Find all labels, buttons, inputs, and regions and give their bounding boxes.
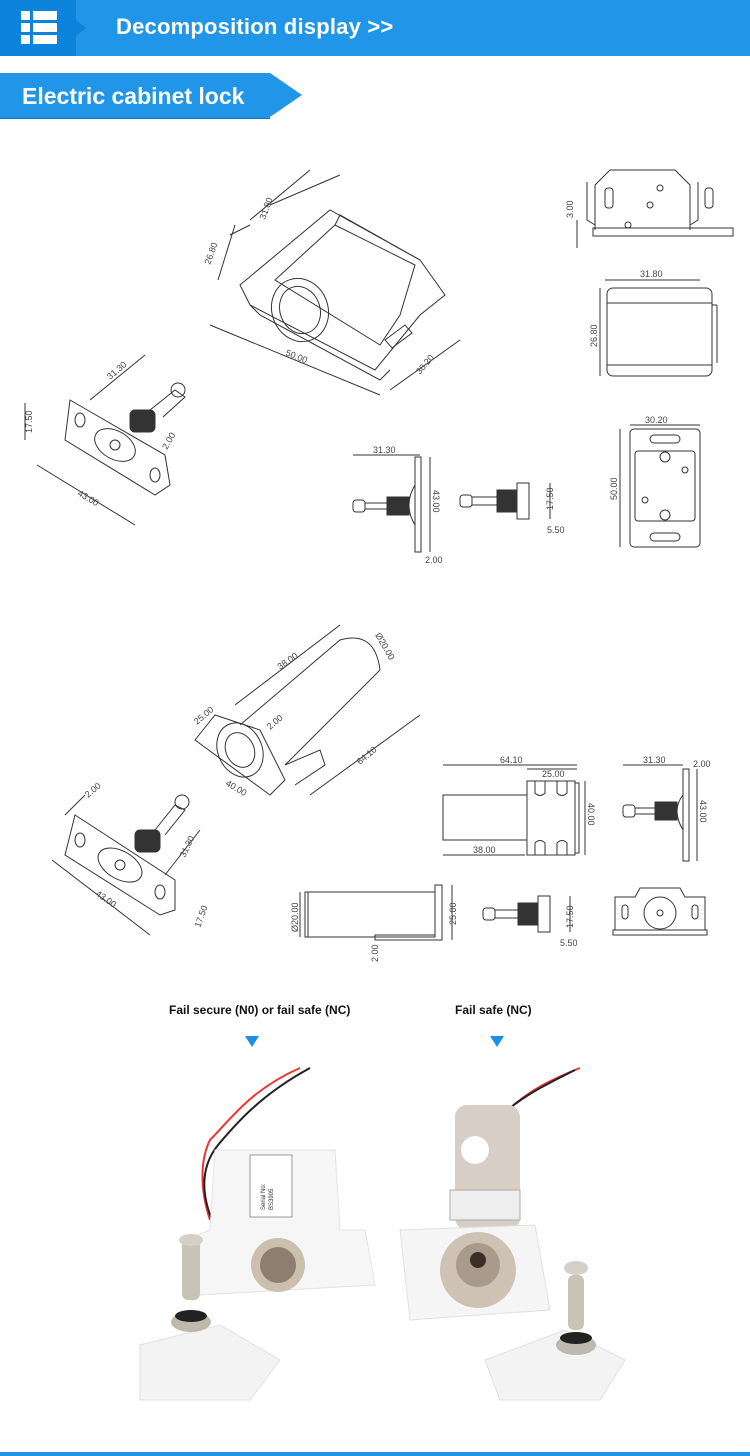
dim-label: 2.00 [265, 713, 285, 732]
bottom-view-drawing: Ø20.00 25.00 2.00 [290, 880, 460, 965]
dim-label: 30.20 [645, 415, 668, 425]
iso-lock-body-drawing: 31.80 26.80 50.00 30.20 [190, 165, 470, 405]
dim-label: 5.50 [547, 525, 565, 535]
dim-label: 2.00 [693, 759, 711, 769]
front-view-drawing: 3.00 [565, 160, 740, 250]
dim-label: 25.00 [448, 902, 458, 925]
down-arrow-icon [490, 1036, 504, 1047]
dim-label: Ø20.00 [290, 902, 300, 932]
header-bar: Decomposition display >> [0, 0, 750, 56]
end-view-drawing [610, 885, 710, 945]
dim-label: 2.00 [425, 555, 443, 565]
caption-fail-safe: Fail safe (NC) [455, 1003, 532, 1017]
strike-side2-drawing: 17.50 5.50 [455, 475, 575, 545]
dim-label: 25.00 [192, 704, 216, 726]
dim-label: 38.00 [275, 651, 299, 672]
dim-label: 50.00 [284, 348, 309, 366]
serial-label: Serial No: [261, 1183, 267, 1210]
dim-label: 17.50 [565, 905, 575, 928]
menu-button[interactable] [0, 0, 86, 56]
strike-side4-drawing: 17.50 5.50 [478, 890, 588, 955]
dim-label: 26.80 [202, 241, 219, 266]
dim-label: 2.00 [160, 431, 177, 451]
fail-safe-lock-photo [390, 1060, 630, 1401]
strike-iso-drawing: 31.30 17.50 2.00 43.00 [15, 354, 215, 535]
dim-label: 31.80 [640, 269, 663, 279]
strike-side3-drawing: 31.30 2.00 43.00 [615, 755, 720, 865]
dim-label: 17.50 [24, 410, 34, 433]
dim-label: 43.00 [94, 888, 118, 909]
dim-label: 43.00 [698, 800, 708, 823]
list-grid-icon [21, 11, 57, 44]
dim-label: 17.50 [192, 904, 209, 929]
dim-label: 2.00 [370, 944, 380, 962]
dim-label: 25.00 [542, 769, 565, 779]
dim-label: 31.30 [643, 755, 666, 765]
top-view-drawing: 30.20 50.00 [600, 415, 710, 555]
caption-fail-secure: Fail secure (N0) or fail safe (NC) [169, 1003, 351, 1017]
dim-label: 43.00 [431, 490, 441, 513]
dim-label: 38.00 [473, 845, 496, 855]
dim-label: 30.20 [414, 353, 436, 377]
dim-label: 17.50 [545, 487, 555, 510]
strike-side-drawing: 31.30 43.00 2.00 [345, 445, 455, 570]
iso-cylinder-drawing: 38.00 Ø20.00 25.00 2.00 64.10 40.00 [175, 615, 425, 805]
side-view-drawing: 31.80 26.80 [585, 265, 725, 385]
section-title: Electric cabinet lock [22, 83, 245, 109]
dim-label: 31.30 [373, 445, 396, 455]
dim-label: 43.00 [76, 488, 101, 508]
down-arrow-icon [245, 1036, 259, 1047]
serial-number: BS3905 [269, 1188, 275, 1210]
dim-label: 26.80 [589, 324, 599, 347]
dim-label: 5.50 [560, 938, 578, 948]
dim-label: 64.10 [500, 755, 523, 765]
dim-label: 31.80 [257, 196, 274, 221]
header-title: Decomposition display >> [116, 14, 394, 39]
dim-label: 2.00 [83, 781, 103, 800]
side-view2-drawing: 64.10 25.00 40.00 38.00 [435, 755, 600, 865]
strike-iso2-drawing: 2.00 31.30 43.00 17.50 [40, 770, 240, 940]
dim-label: 50.00 [609, 477, 619, 500]
section-ribbon: Electric cabinet lock [0, 73, 302, 118]
footer-bar [0, 1452, 750, 1456]
fail-secure-lock-photo: Serial No: BS3905 [139, 1060, 400, 1401]
dim-label: 31.30 [178, 834, 197, 859]
dim-label: 3.00 [565, 200, 575, 218]
dim-label-40: 40.00 [586, 803, 596, 826]
